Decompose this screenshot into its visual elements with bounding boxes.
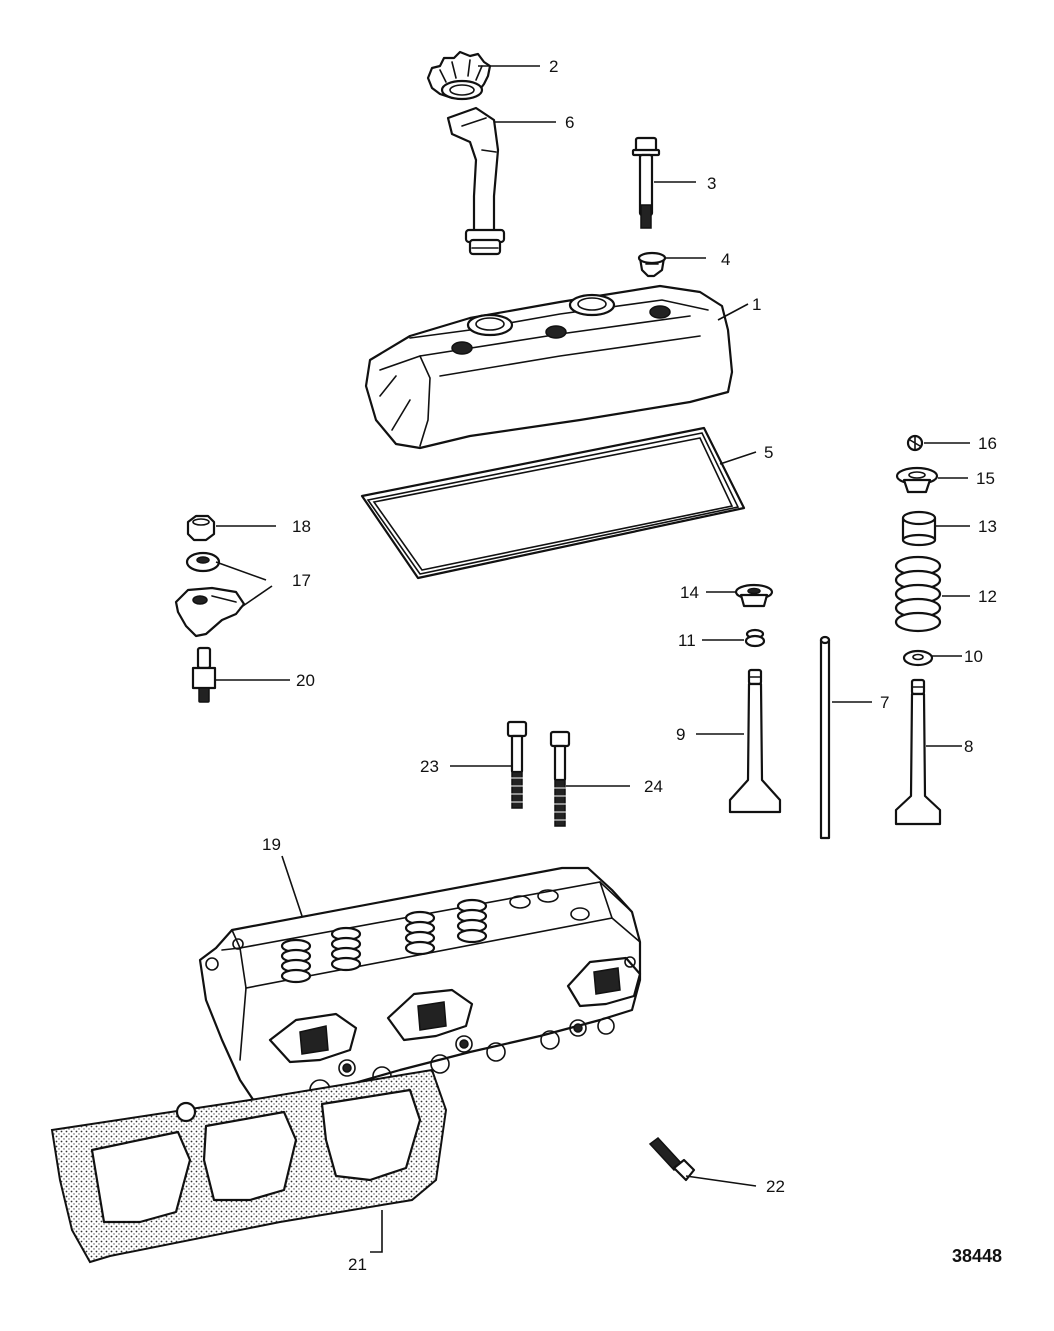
callout-24: 24 (644, 777, 663, 796)
valve-keeper (906, 434, 924, 452)
rocker-arm-nut (186, 514, 216, 542)
exhaust-valve (728, 668, 782, 814)
callout-10: 10 (964, 647, 983, 666)
valve-spring-retainer (895, 466, 939, 494)
head-valve-spring (330, 926, 362, 972)
head-valve-spring (280, 938, 312, 984)
callout-14: 14 (680, 583, 699, 602)
callout-20: 20 (296, 671, 315, 690)
cover-bolt (631, 136, 661, 229)
valve-cover (364, 284, 734, 450)
callouts: 2 6 3 4 1 5 16 15 13 12 10 18 17 20 14 1… (262, 57, 997, 1274)
cylinder-head (198, 866, 642, 1128)
rocker-ball (185, 551, 221, 573)
oil-fill-tube (446, 106, 506, 256)
bolt-grommet (637, 251, 667, 278)
callout-11: 11 (678, 631, 696, 650)
head-bolt-long (506, 720, 528, 809)
callout-4: 4 (721, 250, 730, 269)
valve-oil-shield (734, 583, 774, 608)
callout-17: 17 (292, 571, 311, 590)
callout-7: 7 (880, 693, 889, 712)
callout-3: 3 (707, 174, 716, 193)
head-bolt-short (549, 730, 571, 827)
figure-number: 38448 (952, 1246, 1002, 1266)
intake-valve (894, 678, 942, 826)
valve-cover-gasket (360, 426, 746, 580)
valve-spring-damper (901, 510, 937, 547)
callout-1: 1 (752, 295, 761, 314)
callout-22: 22 (766, 1177, 785, 1196)
push-rod (819, 635, 831, 840)
head-valve-spring (404, 910, 436, 956)
valve-stem-seal (744, 628, 766, 648)
callout-23: 23 (420, 757, 439, 776)
callout-6: 6 (565, 113, 574, 132)
oil-fill-cap (426, 50, 492, 101)
rocker-arm (174, 586, 246, 638)
head-bolt-angled (648, 1136, 696, 1182)
callout-9: 9 (676, 725, 685, 744)
callout-18: 18 (292, 517, 311, 536)
cylinder-head-gasket (50, 1068, 448, 1264)
leader-lines (214, 65, 970, 1253)
callout-2: 2 (549, 57, 558, 76)
valve-spring (894, 555, 942, 633)
valve-spring-shim (902, 649, 934, 667)
head-valve-spring (456, 898, 488, 944)
callout-19: 19 (262, 835, 281, 854)
callout-8: 8 (964, 737, 973, 756)
rocker-arm-stud (191, 646, 217, 703)
callout-5: 5 (764, 443, 773, 462)
callout-21: 21 (348, 1255, 367, 1274)
callout-13: 13 (978, 517, 997, 536)
callout-16: 16 (978, 434, 997, 453)
callout-12: 12 (978, 587, 997, 606)
callout-15: 15 (976, 469, 995, 488)
